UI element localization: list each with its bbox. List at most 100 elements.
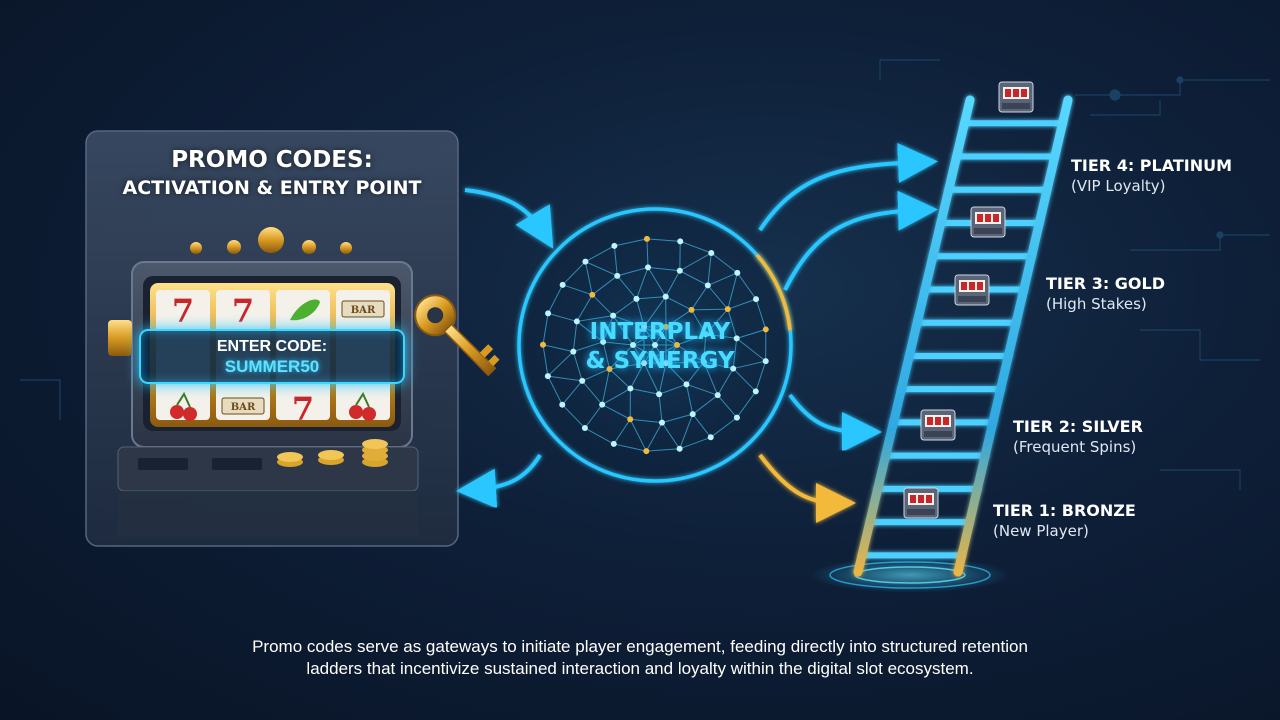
mesh-link [647, 266, 680, 272]
mesh-link [717, 368, 734, 396]
mesh-link [591, 275, 618, 296]
mesh-link [581, 380, 603, 405]
mesh-link [643, 344, 656, 364]
mesh-link [732, 368, 757, 392]
mesh-link [572, 351, 583, 381]
mesh-link [613, 245, 618, 276]
mesh-link [654, 344, 667, 364]
mesh-link [584, 261, 593, 295]
code-label: ENTER CODE: [216, 338, 328, 355]
reel-seven-3: 7 [292, 390, 314, 428]
mesh-node [610, 312, 617, 319]
mesh-link [632, 344, 645, 364]
tier-2-label: TIER 2: SILVER (Frequent Spins) [1013, 416, 1143, 458]
mesh-link [602, 315, 614, 343]
mesh-node [627, 385, 634, 392]
reel-seven-2: 7 [232, 292, 254, 330]
mesh-link [636, 296, 666, 300]
mesh-link [736, 391, 757, 418]
mesh-link [707, 272, 738, 286]
hub-label-line1: INTERPLAY [589, 319, 731, 345]
tier-subtitle: (Frequent Spins) [1013, 438, 1137, 456]
mesh-link [636, 298, 645, 328]
mesh-node [752, 388, 759, 395]
mesh-link [636, 267, 649, 300]
mesh-node [643, 448, 650, 455]
mesh-node [545, 310, 552, 317]
mesh-node [700, 358, 707, 365]
reel-bar-1: BAR [351, 305, 376, 316]
mesh-node [614, 272, 621, 279]
mesh-node [589, 291, 596, 298]
mesh-link [601, 388, 631, 406]
mesh-node [579, 377, 586, 384]
mesh-link [732, 338, 738, 369]
mesh-node [658, 419, 665, 426]
mesh-link [703, 334, 707, 362]
cherry-icon [349, 391, 376, 421]
caption-line2: ladders that incentivize sustained inter… [306, 659, 974, 678]
mesh-node [573, 318, 580, 325]
mini-slot-icon [970, 206, 1006, 238]
mesh-link [680, 240, 712, 254]
mesh-link [705, 308, 729, 335]
arrow-hub-to-tier2 [788, 393, 882, 452]
mesh-link [676, 333, 706, 346]
mesh-link [585, 245, 615, 263]
mesh-link [630, 418, 663, 424]
mesh-link [612, 298, 637, 317]
mesh-link [685, 384, 694, 415]
mesh-link [612, 315, 645, 328]
mesh-node [762, 326, 769, 333]
tier-4-label: TIER 4: PLATINUM (VIP Loyalty) [1071, 155, 1232, 197]
mesh-link [755, 360, 767, 392]
mesh-link [736, 337, 767, 362]
tier-name: TIER 2: SILVER [1013, 417, 1143, 436]
mesh-node [652, 342, 658, 348]
mesh-link [658, 383, 687, 395]
promo-code-field[interactable]: ENTER CODE: SUMMER50 [139, 329, 405, 384]
mesh-link [643, 326, 656, 346]
mesh-node [676, 267, 683, 274]
mesh-node [708, 250, 715, 257]
mesh-node [559, 401, 566, 408]
mesh-node [730, 365, 737, 372]
mesh-node [643, 235, 650, 242]
mesh-link [676, 344, 705, 363]
mesh-node [688, 306, 695, 313]
mini-slot-icon [998, 81, 1034, 113]
mesh-link [717, 394, 738, 418]
mesh-link [576, 321, 604, 343]
mesh-link [692, 394, 719, 415]
mesh-node [641, 323, 647, 330]
mesh-link [629, 419, 647, 452]
mesh-node [610, 440, 617, 447]
mesh-node [611, 242, 618, 249]
arrow-hub-to-tier1 [758, 453, 856, 523]
arrow-hub-to-tier3 [783, 190, 938, 291]
mesh-link [547, 351, 574, 377]
mesh-node [707, 434, 714, 441]
mesh-link [665, 270, 681, 297]
mesh-link [613, 418, 631, 445]
mesh-link [561, 404, 586, 429]
mesh-link [576, 315, 614, 322]
mesh-node [627, 416, 634, 423]
mesh-link [661, 413, 693, 424]
mesh-link [679, 252, 712, 272]
mesh-link [679, 436, 711, 450]
mesh-link [547, 284, 564, 314]
mesh-link [646, 448, 680, 452]
mesh-link [646, 238, 681, 242]
cabinet-lights [190, 227, 352, 254]
mesh-link [665, 309, 692, 328]
reel-bar-2: BAR [231, 402, 256, 413]
mesh-link [561, 380, 583, 406]
caption-line1: Promo codes serve as gateways to initiat… [252, 637, 1028, 656]
mesh-node [704, 282, 711, 289]
mesh-link [547, 375, 563, 405]
mesh-node [656, 391, 663, 398]
mini-slot-icon [954, 274, 990, 306]
mesh-link [612, 315, 634, 346]
